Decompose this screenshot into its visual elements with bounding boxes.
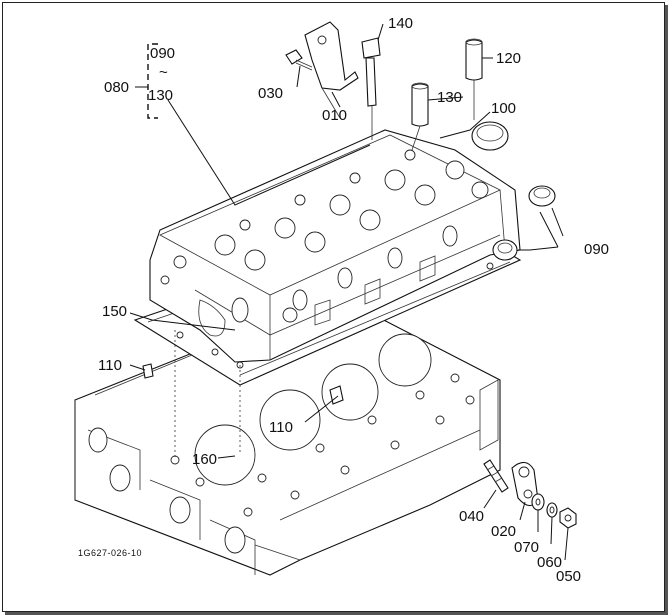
plug-090: [492, 185, 556, 261]
bracket-020: [511, 461, 539, 507]
label-030: 030: [258, 85, 283, 102]
leader-lines: [129, 23, 569, 561]
label-range-tilde: ~: [159, 64, 168, 81]
label-040: 040: [459, 508, 484, 525]
label-070: 070: [514, 539, 539, 556]
label-050: 050: [556, 568, 581, 585]
plug-100: [471, 121, 509, 151]
dowel-pin-120: [465, 38, 483, 120]
label-020: 020: [491, 523, 516, 540]
label-120: 120: [496, 50, 521, 67]
drawing-code: 1G627-026-10: [78, 548, 142, 558]
cylinder-head: [149, 129, 521, 363]
label-150: 150: [102, 303, 127, 320]
screw-110-left: [142, 363, 154, 379]
label-130: 130: [437, 89, 462, 106]
dowel-pin-130: [411, 82, 429, 151]
group-bracket: [147, 43, 158, 119]
label-010: 010: [322, 107, 347, 124]
label-060: 060: [537, 554, 562, 571]
head-bolt-140: [361, 37, 381, 140]
cylinder-block: [74, 299, 501, 576]
bolt-030: [285, 49, 313, 71]
label-140: 140: [388, 15, 413, 32]
nut-050: [559, 507, 577, 529]
label-110-left: 110: [98, 357, 122, 374]
label-090: 090: [584, 241, 609, 258]
label-110-center: 110: [269, 419, 293, 436]
label-130-group: 130: [148, 87, 173, 104]
label-090-group: 090: [150, 45, 175, 62]
label-080: 080: [104, 79, 129, 96]
stud-040: [483, 459, 509, 493]
label-160: 160: [192, 451, 217, 468]
lifting-bracket: [304, 21, 359, 119]
washer-070: [531, 493, 545, 511]
callout-labels: 090 ~ 130 080 030 010 140 120 130 100 09…: [78, 15, 609, 585]
washer-060: [546, 502, 558, 518]
label-100: 100: [491, 100, 516, 117]
